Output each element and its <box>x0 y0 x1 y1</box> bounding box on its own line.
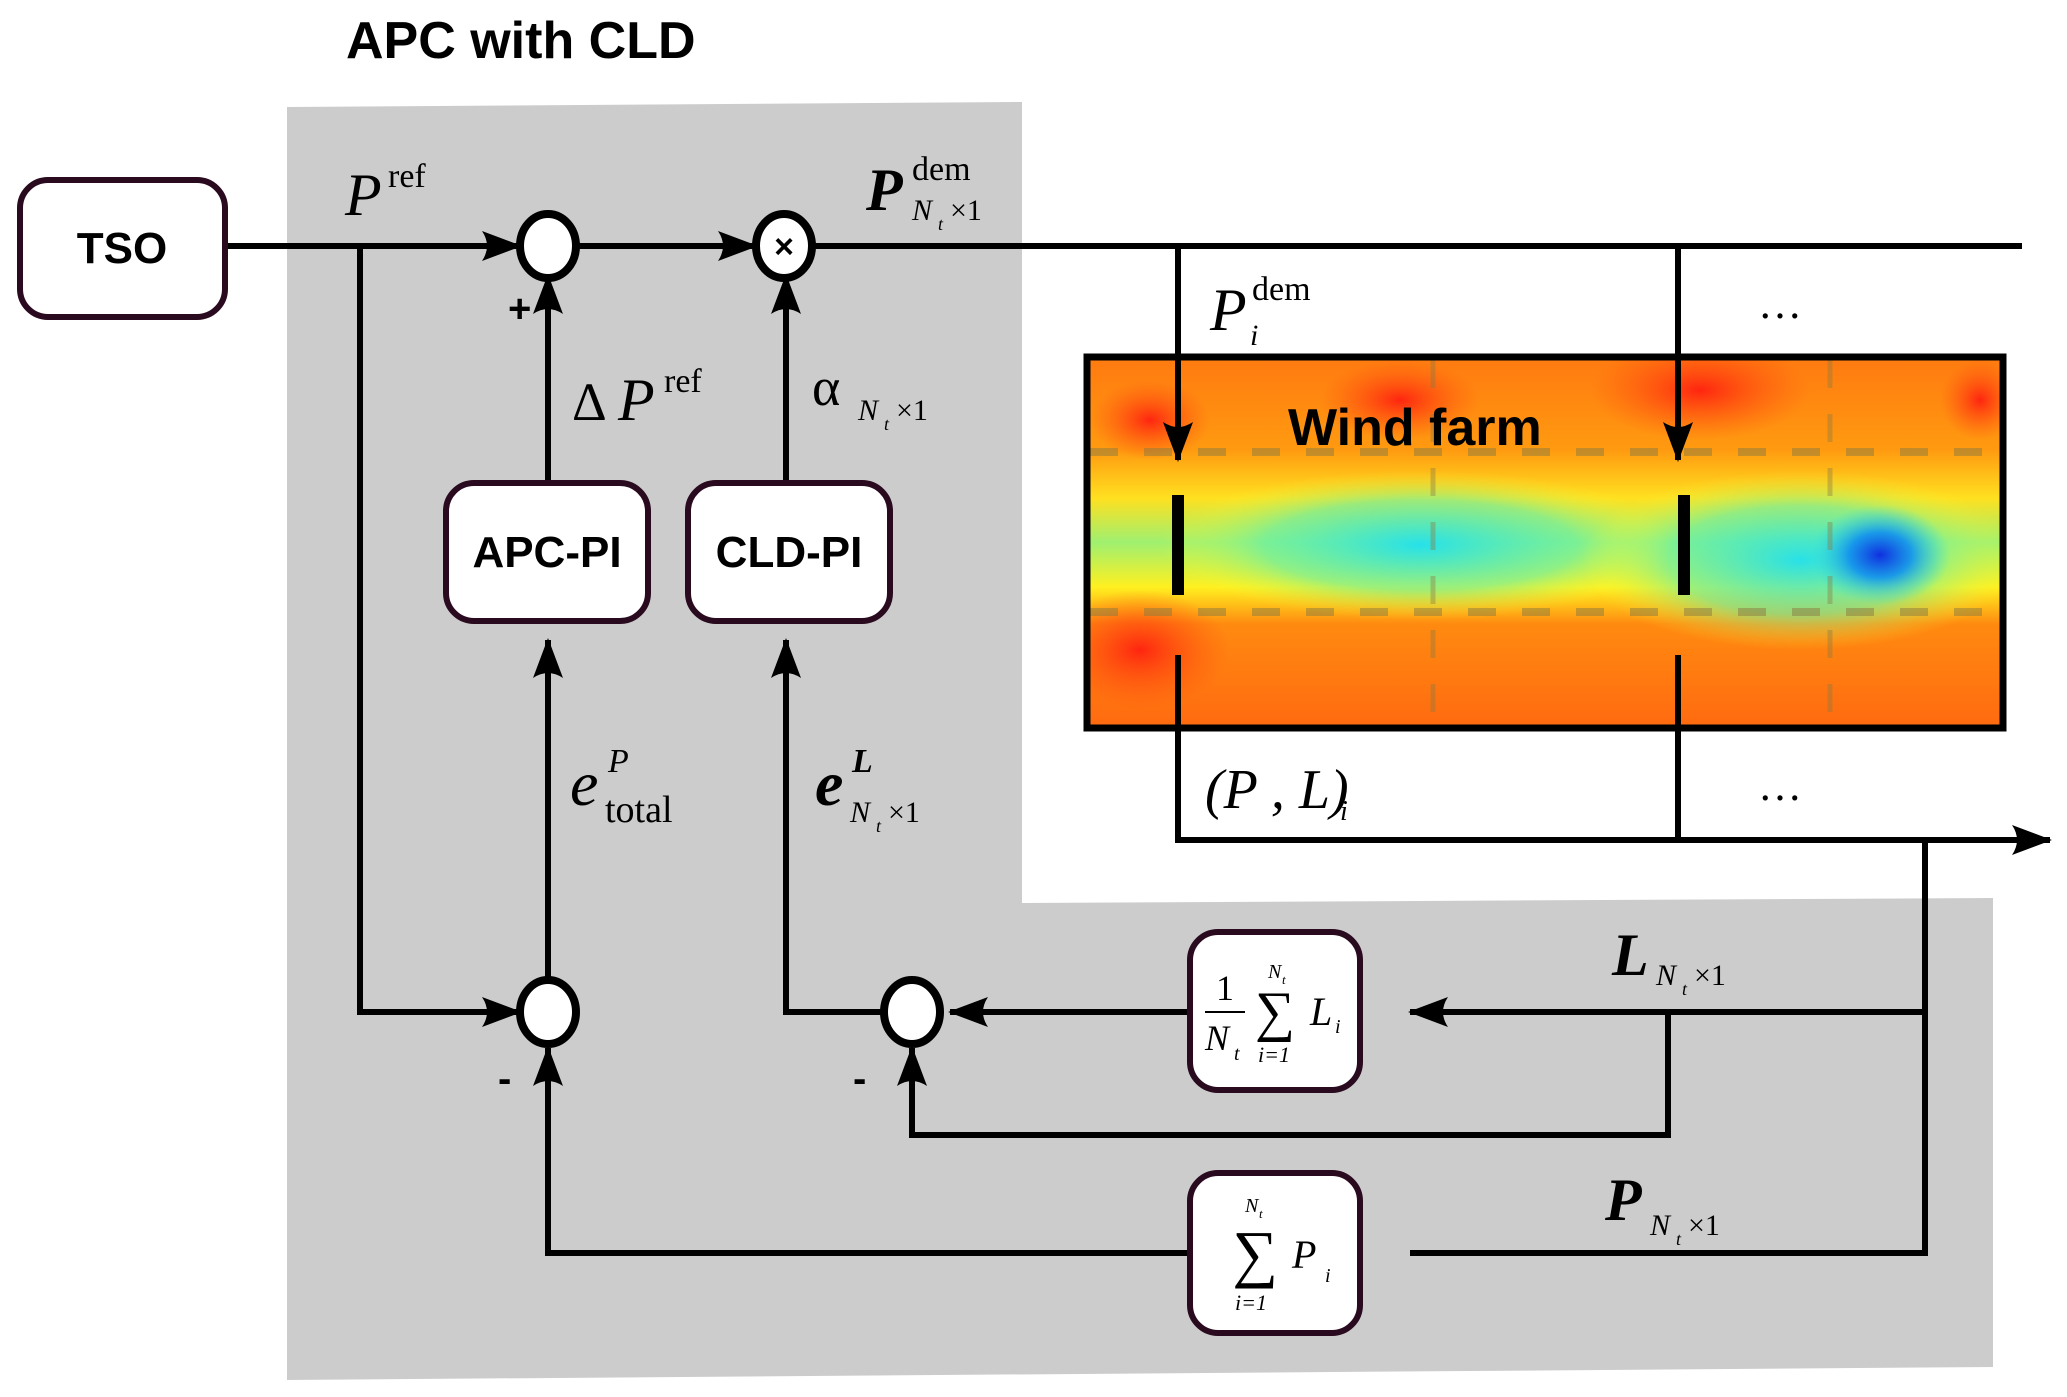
wind-farm-label: Wind farm <box>1288 399 1542 457</box>
average-load-block[interactable]: 1 N t ∑ N t i=1 L i <box>1187 929 1363 1093</box>
label-l-vector: L N t ×1 <box>1611 922 1726 999</box>
svg-text:L: L <box>851 743 873 780</box>
sigma-upper-sub: t <box>1282 972 1286 987</box>
svg-text:t: t <box>884 414 890 434</box>
multiply-icon: × <box>774 228 794 266</box>
apc-pi-block[interactable]: APC-PI <box>443 480 651 624</box>
cld-pi-block[interactable]: CLD-PI <box>685 480 893 624</box>
svg-text:×1: ×1 <box>888 796 920 829</box>
plus-sign: + <box>508 287 531 331</box>
turbine-2 <box>1678 495 1690 595</box>
fraction-denominator: N <box>1204 1018 1231 1058</box>
sigma-upper: N <box>1244 1195 1260 1217</box>
cld-pi-label: CLD-PI <box>716 528 863 577</box>
label-pl-i: (P , L) i <box>1205 759 1349 827</box>
label-e-load: e L N t ×1 <box>815 743 920 836</box>
svg-text:P: P <box>1209 277 1247 343</box>
svg-text:P: P <box>344 162 382 228</box>
svg-text:t: t <box>1682 979 1688 999</box>
svg-text:(P , L): (P , L) <box>1205 759 1349 821</box>
label-delta-p-ref: Δ P ref <box>572 363 702 433</box>
wires <box>225 231 2052 1256</box>
sigma-upper-sub: t <box>1259 1206 1263 1221</box>
minus-sign-power: - <box>498 1057 511 1101</box>
label-p-ref: P ref <box>344 158 426 228</box>
sigma-icon: ∑ <box>1255 981 1295 1043</box>
svg-text:×1: ×1 <box>950 194 982 227</box>
svg-text:ref: ref <box>664 363 702 400</box>
svg-text:α: α <box>812 357 840 417</box>
svg-text:e: e <box>815 748 843 819</box>
tso-block[interactable]: TSO <box>17 177 228 320</box>
label-p-dem-vector: P dem N t ×1 <box>865 151 982 234</box>
multiply-junction <box>752 210 816 282</box>
sigma-lower: i=1 <box>1258 1042 1290 1067</box>
ellipsis-bottom: … <box>1758 761 1802 810</box>
svg-text:total: total <box>605 789 673 831</box>
svg-text:i: i <box>1250 319 1258 352</box>
svg-text:Δ: Δ <box>572 372 607 432</box>
wind-farm-border <box>1083 353 2007 732</box>
svg-text:i: i <box>1340 796 1348 827</box>
sigma-term-sub: i <box>1335 1016 1341 1038</box>
sigma-icon: ∑ <box>1232 1218 1278 1289</box>
sum-power-block[interactable]: ∑ N t i=1 P i <box>1187 1170 1363 1336</box>
tso-label: TSO <box>77 224 167 273</box>
svg-text:×1: ×1 <box>896 394 928 427</box>
sum-junction-power-error <box>516 976 580 1048</box>
svg-text:×1: ×1 <box>1688 1209 1720 1242</box>
sigma-term: P <box>1291 1232 1316 1277</box>
sigma-term: L <box>1309 989 1332 1034</box>
label-p-i-dem: P dem i <box>1209 271 1311 352</box>
ellipsis-top: … <box>1758 279 1802 328</box>
svg-text:t: t <box>1676 1229 1682 1249</box>
svg-text:P: P <box>865 157 904 223</box>
svg-text:N: N <box>1655 959 1678 992</box>
sigma-lower: i=1 <box>1235 1290 1267 1315</box>
wake-region-1 <box>1160 470 1680 620</box>
sum-junction-load-error <box>880 976 944 1048</box>
svg-text:N: N <box>911 194 934 227</box>
svg-text:t: t <box>876 816 882 836</box>
wake-core <box>1810 505 1950 605</box>
turbine-1 <box>1172 495 1184 595</box>
svg-text:P: P <box>617 367 655 433</box>
label-alpha: α N t ×1 <box>812 357 928 434</box>
svg-text:N: N <box>857 394 880 427</box>
svg-text:dem: dem <box>912 151 971 188</box>
svg-text:N: N <box>849 796 872 829</box>
fraction-numerator: 1 <box>1216 968 1234 1008</box>
diagram-title: APC with CLD <box>346 12 696 70</box>
sum-junction-top <box>516 210 580 282</box>
svg-text:t: t <box>938 214 944 234</box>
label-p-vector: P N t ×1 <box>1604 1167 1720 1249</box>
apc-pi-label: APC-PI <box>472 528 621 577</box>
svg-text:ref: ref <box>388 158 426 195</box>
svg-text:P: P <box>1604 1167 1643 1233</box>
svg-text:L: L <box>1611 922 1649 988</box>
svg-text:e: e <box>570 748 598 819</box>
svg-text:N: N <box>1649 1209 1672 1242</box>
svg-text:×1: ×1 <box>1694 959 1726 992</box>
sigma-upper: N <box>1267 961 1283 983</box>
sigma-term-sub: i <box>1325 1265 1331 1287</box>
minus-sign-load: - <box>853 1057 866 1101</box>
wake-region-2 <box>1580 470 2000 650</box>
label-e-total: e P total <box>570 743 673 831</box>
svg-text:dem: dem <box>1252 271 1311 308</box>
svg-text:P: P <box>607 743 629 780</box>
controller-region <box>287 102 1993 1380</box>
fraction-denominator-sub: t <box>1234 1043 1240 1065</box>
